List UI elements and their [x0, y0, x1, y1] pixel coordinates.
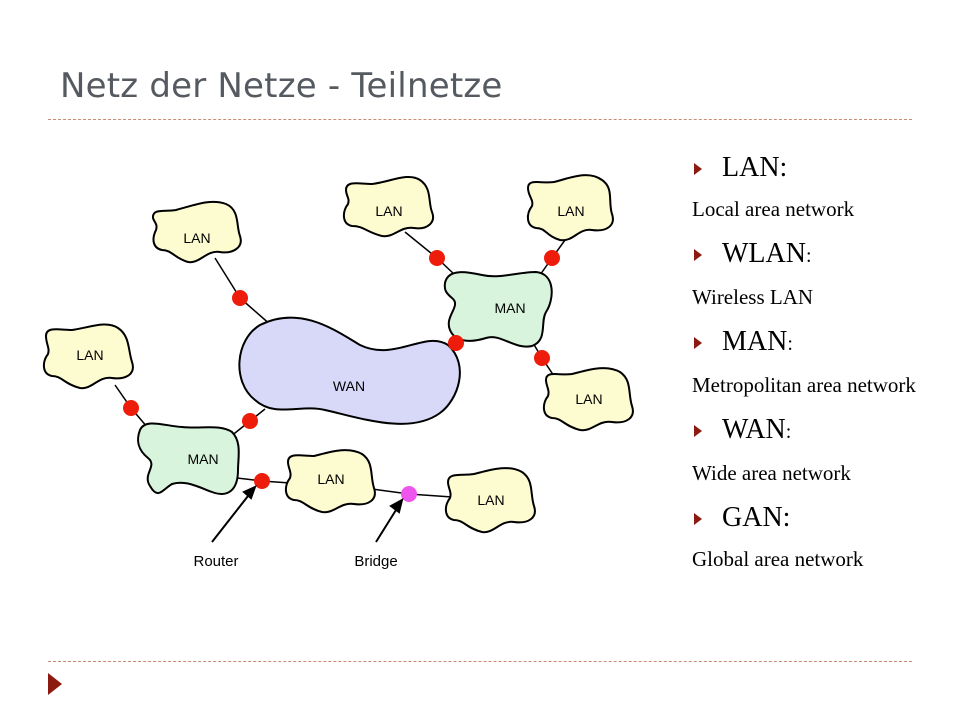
bullet-arrow-icon — [694, 337, 702, 349]
list-item-gan: GAN: Global area network — [692, 500, 932, 572]
lan-cloud-top-left-label: LAN — [183, 230, 210, 246]
lan-cloud-top-right-label: LAN — [557, 203, 584, 219]
top-divider — [48, 119, 912, 120]
corner-arrow-icon — [48, 673, 62, 695]
bridge-arrowhead — [389, 498, 404, 514]
lan-cloud-left — [42, 323, 134, 390]
lan-cloud-bottom-right — [444, 467, 536, 534]
list-item-description: Metropolitan area network — [692, 373, 916, 397]
man-cloud-left-label: MAN — [187, 451, 218, 467]
router-label: Router — [193, 553, 238, 570]
network-types-list: LAN: Local area network WLAN: Wireless L… — [692, 150, 932, 586]
man-cloud-left — [137, 422, 240, 495]
list-item-term: WAN: — [692, 412, 932, 450]
lan-cloud-top-right — [526, 174, 614, 242]
router-dot — [123, 400, 139, 416]
list-item-term: MAN: — [692, 324, 932, 362]
term-text: WAN — [722, 414, 786, 445]
term-text: WLAN — [722, 238, 806, 269]
list-item-term: GAN: — [692, 500, 932, 536]
list-item-man: MAN: Metropolitan area network — [692, 324, 932, 398]
list-item-description: Local area network — [692, 197, 855, 221]
wan-cloud — [238, 316, 461, 425]
term-colon: : — [779, 152, 788, 183]
router-arrowhead — [242, 485, 257, 500]
bridge-label: Bridge — [354, 553, 397, 570]
term-colon: : — [787, 333, 793, 355]
lan-cloud-bottom-mid-label: LAN — [317, 471, 344, 487]
list-item-wan: WAN: Wide area network — [692, 412, 932, 486]
man-cloud-right — [443, 270, 553, 348]
router-dot — [232, 290, 248, 306]
lan-cloud-bottom-right-label: LAN — [477, 492, 504, 508]
router-pointer-arrow — [211, 495, 249, 543]
list-item-wlan: WLAN: Wireless LAN — [692, 236, 932, 310]
term-text: LAN — [722, 152, 780, 183]
term-colon: : — [785, 421, 792, 443]
router-dot — [254, 473, 270, 489]
lan-cloud-left-label: LAN — [76, 347, 103, 363]
bridge-pointer-arrow — [375, 509, 397, 543]
lan-cloud-right-label: LAN — [575, 391, 602, 407]
term-text: GAN — [722, 502, 783, 533]
term-text: MAN — [722, 326, 788, 357]
bullet-arrow-icon — [694, 163, 702, 175]
bullet-arrow-icon — [694, 425, 702, 437]
list-item-term: LAN: — [692, 150, 932, 186]
lan-cloud-top-left — [152, 200, 242, 264]
term-colon: : — [805, 245, 812, 267]
lan-cloud-top-mid-label: LAN — [375, 203, 402, 219]
bullet-arrow-icon — [694, 249, 702, 261]
list-item-description: Wide area network — [692, 461, 851, 485]
slide-title: Netz der Netze - Teilnetze — [60, 66, 503, 106]
lan-cloud-right — [542, 367, 634, 432]
bullet-arrow-icon — [694, 513, 702, 525]
term-colon: : — [782, 502, 791, 533]
bridge-dot — [401, 486, 417, 502]
router-dot — [429, 250, 445, 266]
router-dot — [242, 413, 258, 429]
list-item-description: Wireless LAN — [692, 285, 814, 309]
man-cloud-right-label: MAN — [494, 300, 525, 316]
list-item-lan: LAN: Local area network — [692, 150, 932, 222]
bottom-divider — [48, 661, 912, 662]
router-dot — [534, 350, 550, 366]
router-dot — [448, 335, 464, 351]
lan-cloud-top-mid — [342, 175, 434, 238]
list-item-term: WLAN: — [692, 236, 932, 274]
wan-cloud-label: WAN — [333, 378, 365, 394]
list-item-description: Global area network — [692, 547, 864, 571]
router-dot — [544, 250, 560, 266]
lan-cloud-bottom-mid — [284, 449, 376, 514]
